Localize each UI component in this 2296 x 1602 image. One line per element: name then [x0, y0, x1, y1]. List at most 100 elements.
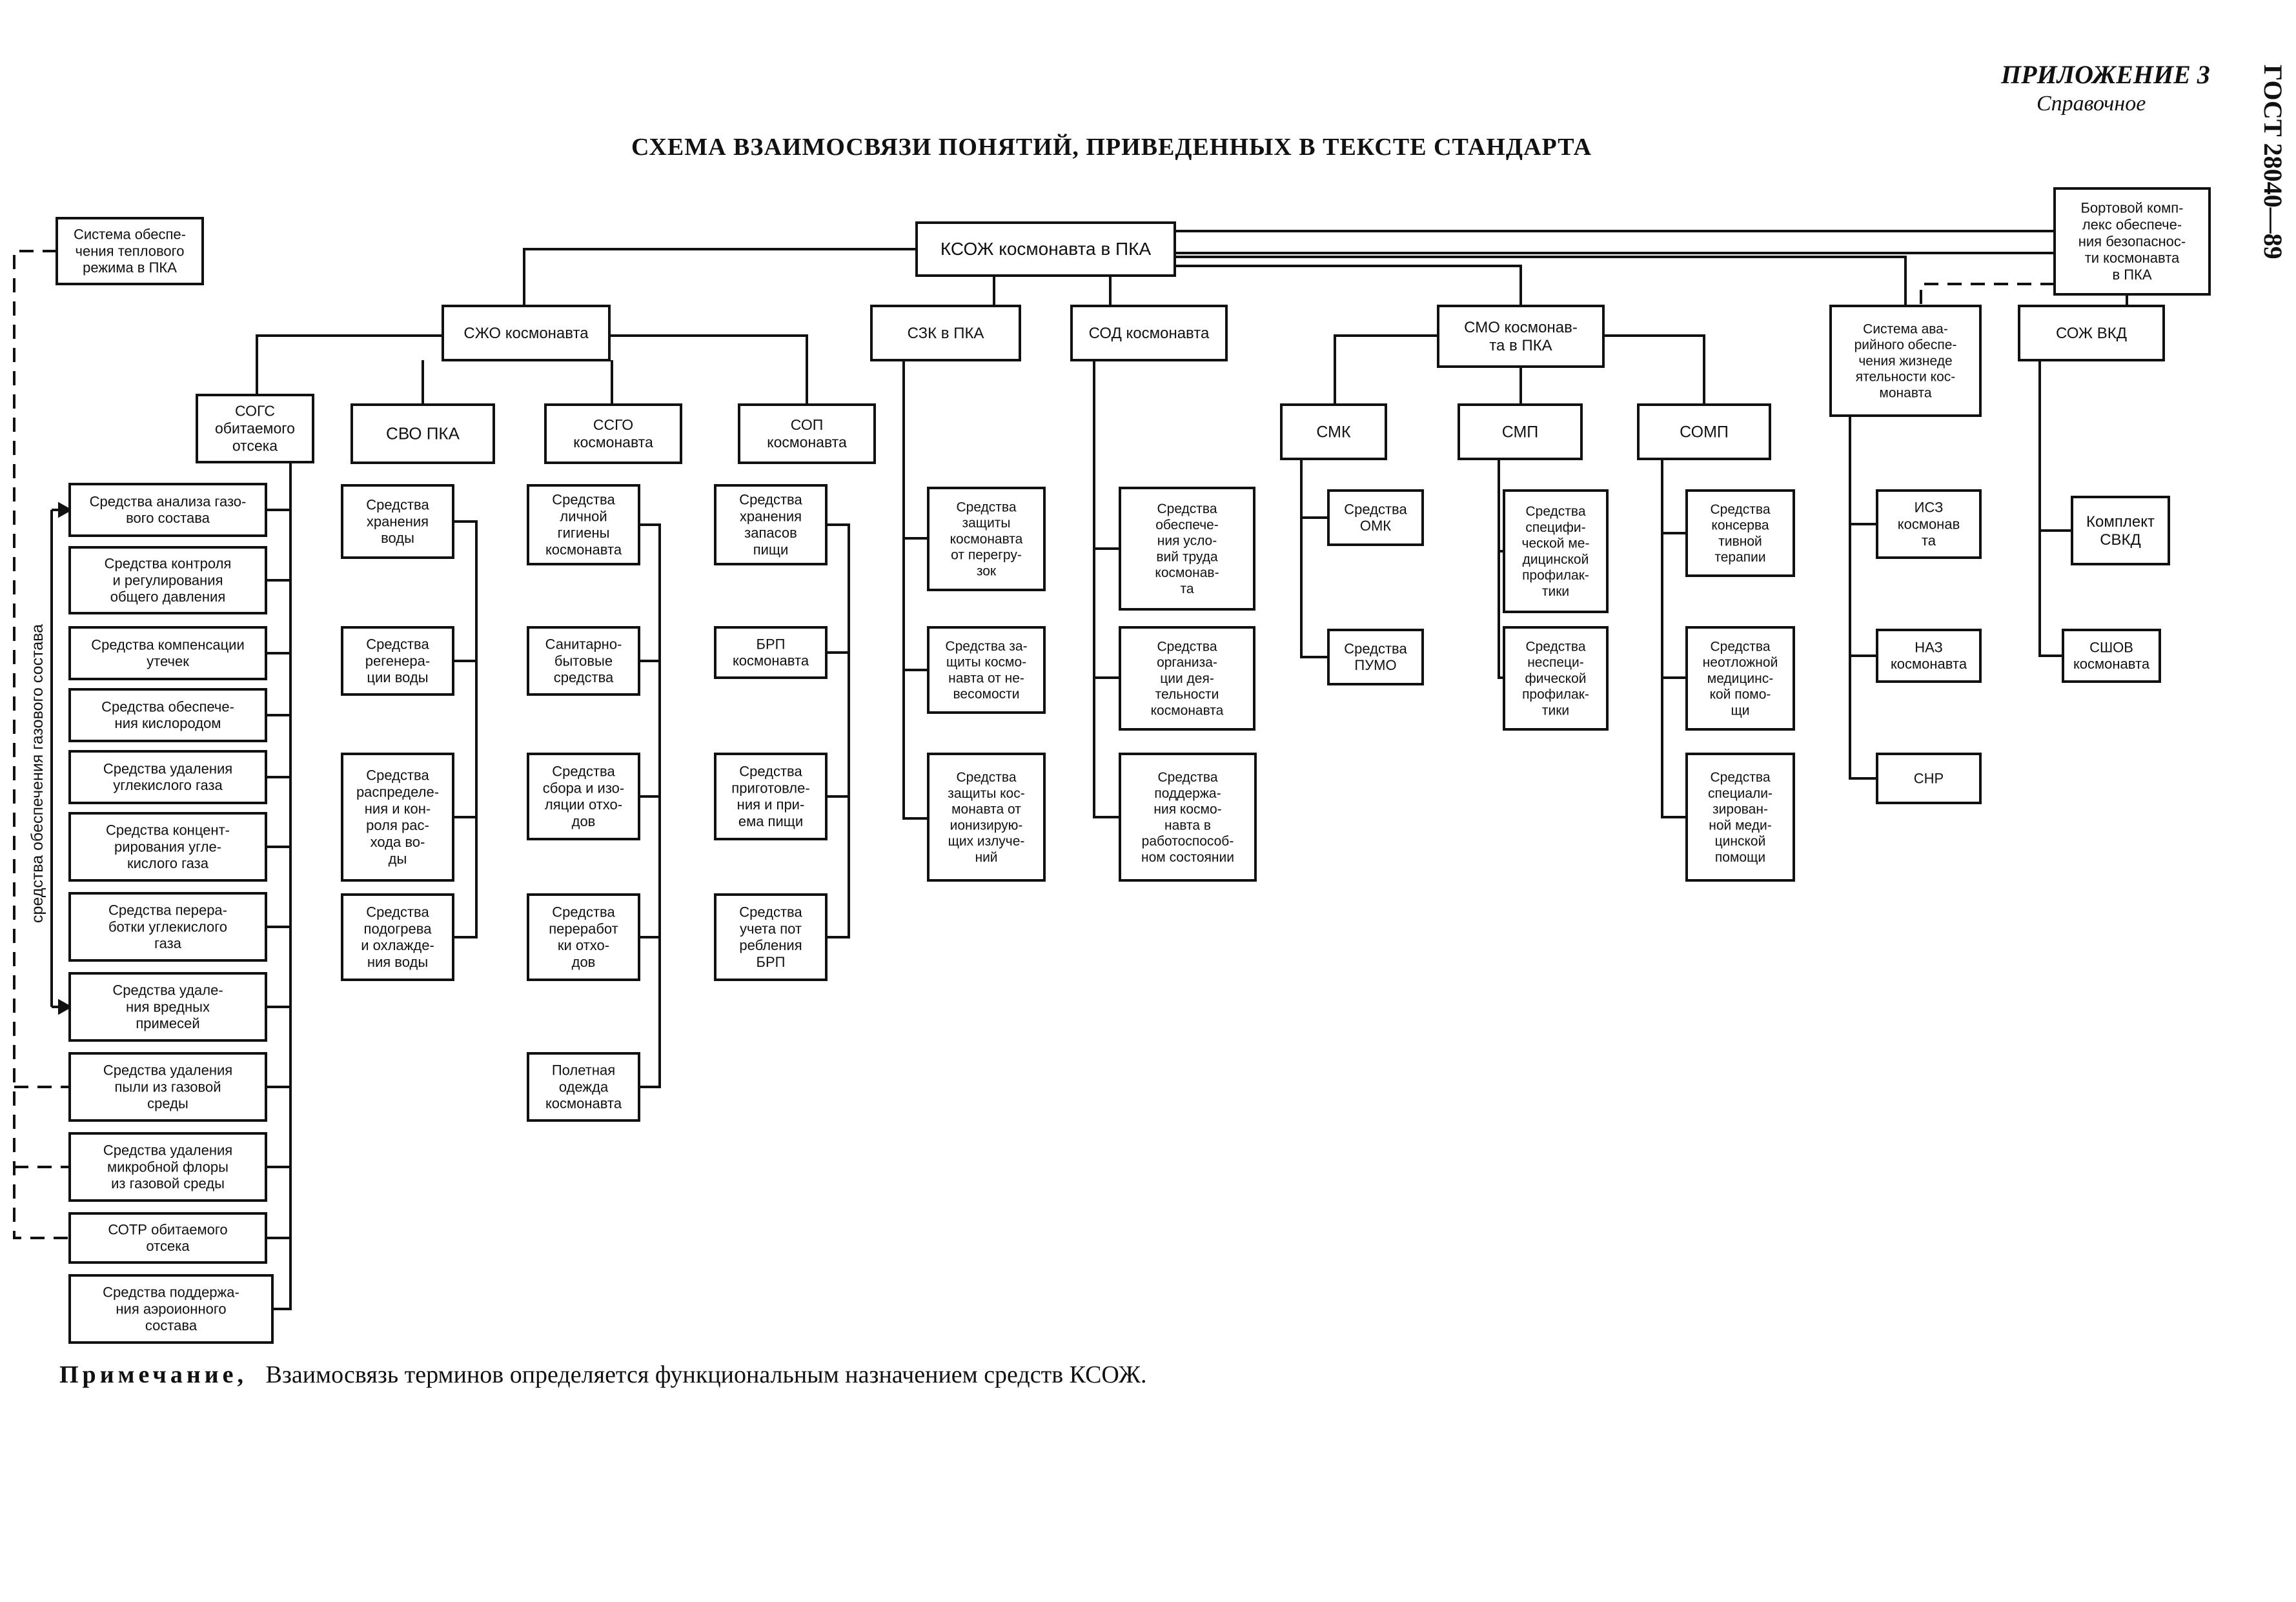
node-box	[527, 626, 640, 696]
node-box	[927, 487, 1046, 591]
node-label: СНР	[1914, 770, 1944, 786]
connector-line	[256, 334, 443, 395]
node-box	[68, 1052, 267, 1122]
node-label: СОЖ ВКД	[2056, 325, 2127, 342]
node-box	[442, 305, 611, 361]
node-box	[527, 893, 640, 981]
connector-line	[1300, 459, 1328, 658]
node-box	[1119, 753, 1257, 882]
node-smo: СМО космонав-та в ПКА	[1437, 305, 1605, 368]
node-szho: СЖО космонавта	[442, 305, 611, 361]
node-box	[68, 1274, 274, 1344]
node-box	[56, 217, 204, 285]
node-a3: СНР	[1876, 753, 1982, 804]
node-sozh: СОЖ ВКД	[2018, 305, 2165, 361]
node-box	[1503, 489, 1609, 613]
node-box	[1685, 626, 1795, 731]
node-box	[1070, 305, 1228, 361]
node-label: Средства концент-рирования угле-кислого …	[106, 822, 230, 871]
node-box	[1637, 403, 1771, 460]
node-root: КСОЖ космонавта в ПКА	[915, 221, 1176, 277]
node-box	[341, 626, 454, 696]
node-label: СМП	[1502, 423, 1539, 441]
node-box	[1327, 629, 1424, 685]
node-g1: Средства анализа газо-вого состава	[68, 483, 267, 537]
appendix-kind: Справочное	[2037, 92, 2146, 116]
node-box	[2053, 187, 2211, 296]
node-g4: Средства обеспече-ния кислородом	[68, 688, 267, 742]
node-box	[1876, 753, 1982, 804]
node-box	[2018, 305, 2165, 361]
node-box	[1685, 489, 1795, 577]
arrow-head	[58, 502, 73, 518]
node-label: СЖО космонавта	[463, 325, 589, 342]
node-box	[527, 753, 640, 840]
connector-line	[1849, 416, 1877, 780]
node-label: СМО космонав-та в ПКА	[1464, 319, 1578, 354]
node-box	[341, 484, 454, 559]
node-box	[68, 483, 267, 537]
node-box	[870, 305, 1021, 361]
connector-line	[1603, 334, 1705, 405]
appendix-label: ПРИЛОЖЕНИЕ 3	[2001, 60, 2210, 89]
node-szk: СЗК в ПКА	[870, 305, 1021, 361]
node-box	[68, 546, 267, 614]
node-sod: СОД космонавта	[1070, 305, 1228, 361]
node-box	[915, 221, 1176, 277]
connector-line	[13, 250, 70, 1239]
node-label: КСОЖ космонавта в ПКА	[940, 239, 1152, 259]
node-label: Средства анализа газо-вого состава	[90, 493, 247, 526]
connector-line	[1661, 459, 1687, 818]
node-box	[544, 403, 682, 464]
node-g6: Средства концент-рирования угле-кислого …	[68, 812, 267, 882]
node-box	[1119, 626, 1255, 731]
node-smp: СМП	[1458, 403, 1583, 460]
node-box	[714, 753, 828, 840]
node-label: СМК	[1316, 423, 1351, 441]
node-box	[1876, 629, 1982, 683]
connector-line	[453, 520, 478, 938]
connector-line	[609, 334, 808, 405]
node-z2: Средства за-щиты космо-навта от не-весом…	[927, 626, 1046, 714]
node-box	[738, 403, 876, 464]
node-label: СВО ПКА	[386, 424, 460, 443]
node-box	[714, 893, 828, 981]
connector-line	[902, 360, 928, 820]
